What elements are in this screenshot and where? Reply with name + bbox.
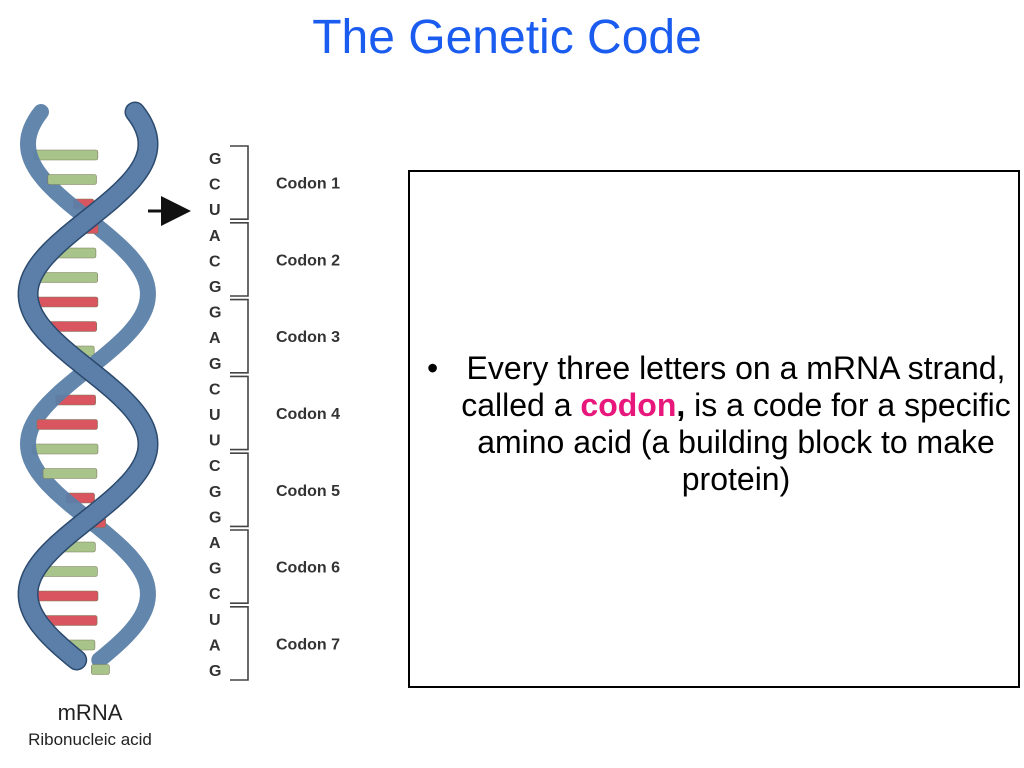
codon-bracket (230, 375, 249, 451)
base-letter: A (209, 637, 221, 654)
codon-bracket (230, 145, 249, 220)
codon-label: Codon 1 (276, 176, 340, 193)
helix-backbone-back (19, 104, 156, 668)
base-letter: G (209, 279, 221, 296)
base-letter: G (209, 663, 221, 680)
bullet-text-before: Every three letters on a mRNA strand, ca… (461, 350, 1006, 423)
base-letter: U (209, 202, 221, 219)
nucleotide-base (36, 419, 98, 430)
bullet-text: Every three letters on a mRNA strand, ca… (459, 350, 1013, 498)
nucleotide-base (32, 443, 99, 455)
helix-backbone-front (19, 103, 158, 669)
info-text-box: • Every three letters on a mRNA strand, … (408, 170, 1020, 688)
base-letter: G (209, 509, 221, 526)
base-letter: A (209, 535, 221, 552)
base-letter: A (209, 228, 221, 245)
bullet-dot: • (427, 350, 439, 386)
base-letter: C (209, 586, 221, 603)
codon-label: Codon 6 (276, 560, 340, 577)
codon-label: Codon 3 (276, 329, 340, 346)
codon-label: Codon 7 (276, 636, 340, 653)
bullet-item: • Every three letters on a mRNA strand, … (423, 350, 1013, 498)
base-letter: A (209, 330, 221, 347)
base-letter: C (209, 381, 221, 398)
codon-label: Codon 2 (276, 252, 340, 269)
base-letter: G (209, 356, 221, 373)
bullet-text-after: is a code for a specific amino acid (a b… (477, 387, 1011, 497)
codon-bracket (230, 529, 249, 604)
mrna-label: mRNA (57, 700, 123, 725)
nucleotide-base (32, 296, 99, 308)
codon-emphasis-comma: , (676, 387, 686, 423)
nucleotide-base (33, 149, 99, 161)
nucleotide-base (91, 664, 110, 675)
base-letter: U (209, 433, 221, 450)
base-letter: G (209, 561, 221, 578)
base-letter: G (209, 484, 221, 501)
base-letter: G (209, 305, 221, 322)
codon-label: Codon 4 (276, 406, 340, 423)
codon-bracket (230, 606, 249, 681)
base-letter: U (209, 612, 221, 629)
nucleotide-base (42, 468, 98, 479)
base-letter: C (209, 253, 221, 270)
codon-bracket (230, 298, 249, 374)
base-letter: U (209, 407, 221, 424)
nucleotide-base (31, 590, 99, 602)
mrna-sublabel: Ribonucleic acid (28, 730, 152, 749)
base-letter: C (209, 458, 221, 475)
nucleotide-base (47, 174, 97, 185)
codon-bracket (230, 222, 249, 297)
codon-bracket (230, 452, 249, 528)
base-letter: C (209, 177, 221, 194)
codon-label: Codon 5 (276, 483, 340, 500)
base-letter: G (209, 151, 221, 168)
page-title: The Genetic Code (312, 11, 702, 64)
codon-emphasis: codon (580, 387, 677, 423)
codon-brackets: Codon 1 Codon 2 Codon 3 Codon 4 Codon 5 Codon… (230, 145, 340, 681)
